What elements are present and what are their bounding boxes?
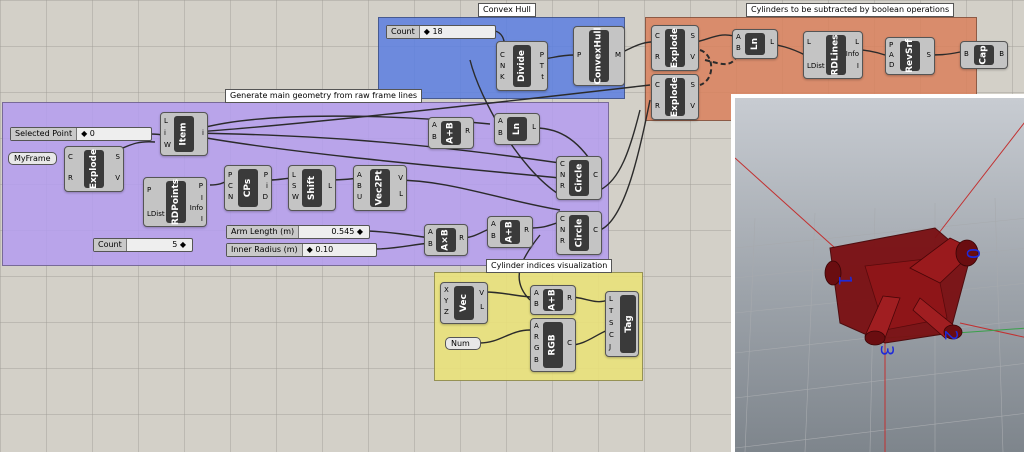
selected-point-label: Selected Point — [11, 128, 78, 140]
cps-label: CPs — [243, 178, 253, 198]
inner-radius-slider[interactable]: Inner Radius (m) ◆ 0.10 — [226, 243, 377, 257]
viewport-scene — [735, 122, 1024, 452]
count-top-label: Count — [387, 26, 420, 38]
divide-label: Divide — [517, 49, 527, 83]
selected-point-slider[interactable]: Selected Point ◆ 0 — [10, 127, 152, 141]
circle-label-top: Circle — [574, 163, 584, 193]
rhino-viewport[interactable]: 0 1 2 3 — [731, 94, 1024, 452]
tag-label: Tag — [623, 315, 634, 333]
vec2pt-label: Vec2Pt — [375, 170, 386, 206]
cylinder-indices-group-label: Cylinder indices visualization — [486, 259, 613, 273]
viewport-label-1: 1 — [834, 274, 856, 287]
geometry-shape — [824, 227, 979, 346]
cap-label: Cap — [979, 45, 989, 65]
vec-label: Vec — [458, 294, 469, 312]
explode-label-left: Explode — [89, 148, 99, 190]
count-top-value: ◆ 18 — [423, 27, 443, 36]
atimesb-label: A×B — [441, 229, 451, 251]
inner-radius-label: Inner Radius (m) — [227, 244, 303, 256]
explode-label-middle: Explode — [670, 76, 680, 118]
convexhull-label: ConvexHull — [594, 27, 604, 85]
item-label: Item — [179, 122, 190, 146]
aplusb-label-middle: A+B — [505, 221, 515, 243]
viewport-label-3: 3 — [876, 344, 898, 357]
arm-length-label: Arm Length (m) — [227, 226, 300, 238]
explode-label-top: Explode — [670, 27, 680, 69]
ln-label-main: Ln — [512, 122, 522, 136]
shift-label: Shift — [307, 175, 318, 201]
count-top-slider[interactable]: Count ◆ 18 — [386, 25, 496, 39]
num-param[interactable]: Num — [445, 337, 481, 350]
arm-length-value: 0.545 ◆ — [331, 227, 363, 236]
rgb-label: RGB — [548, 334, 558, 356]
count-bottom-slider[interactable]: Count 5 ◆ — [93, 238, 193, 252]
revsrf-label: RevSrf — [905, 39, 915, 73]
aplusb-label-viz: A+B — [548, 289, 558, 311]
main-geometry-group-label: Generate main geometry from raw frame li… — [225, 89, 423, 103]
aplusb-label-top: A+B — [446, 122, 456, 144]
inner-radius-value: ◆ 0.10 — [306, 245, 334, 254]
viewport-label-0: 0 — [962, 247, 984, 260]
circle-label-bottom: Circle — [574, 218, 584, 248]
rdlines-label: RDLines — [830, 34, 841, 76]
convex-hull-group-label: Convex Hull — [478, 3, 536, 17]
count-bottom-label: Count — [94, 239, 127, 251]
arm-length-slider[interactable]: Arm Length (m) 0.545 ◆ — [226, 225, 370, 239]
selected-point-value: ◆ 0 — [81, 129, 95, 138]
count-bottom-value: 5 ◆ — [172, 240, 186, 249]
rdpoints-label: RDPoints — [171, 178, 182, 226]
myframe-param[interactable]: MyFrame — [8, 152, 57, 165]
viewport-label-2: 2 — [940, 329, 962, 342]
cylinders-group-label: Cylinders to be subtracted by boolean op… — [746, 3, 955, 17]
ln-label-top: Ln — [750, 37, 760, 51]
